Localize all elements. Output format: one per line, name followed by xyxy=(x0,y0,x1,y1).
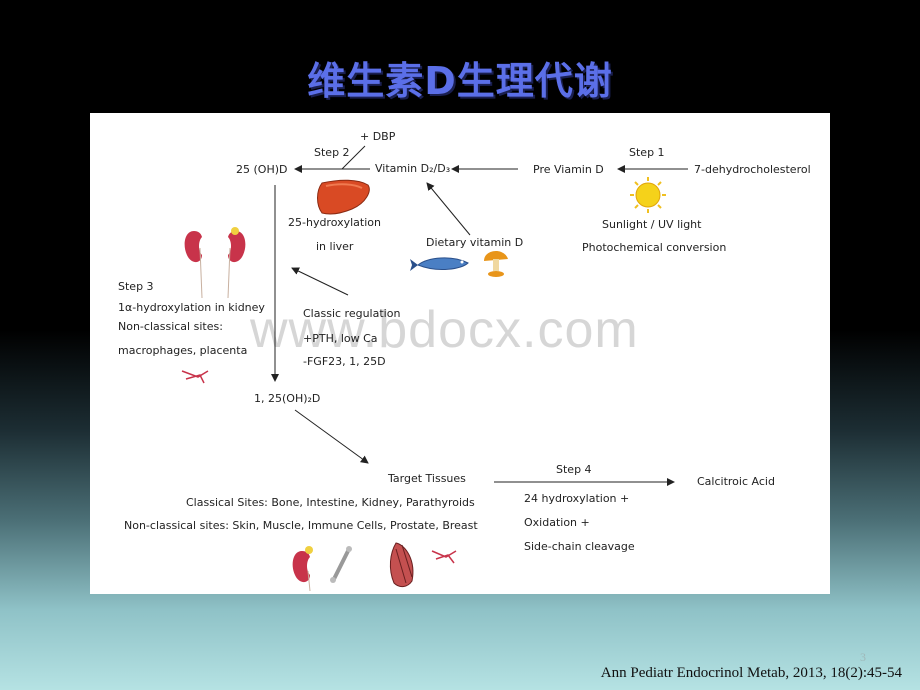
target-tissues-label: Target Tissues xyxy=(388,472,466,485)
vitamin-d-label: Vitamin D₂/D₃ xyxy=(375,162,451,175)
sidechain-label: Side-chain cleavage xyxy=(524,540,635,553)
in-liver-label: in liver xyxy=(316,240,354,253)
fish-icon xyxy=(410,257,469,271)
kidney-icon xyxy=(292,546,313,592)
classical-sites-label: Classical Sites: Bone, Intestine, Kidney… xyxy=(186,496,475,509)
arrow-125-to-target xyxy=(294,409,369,464)
classic-regulation-label: Classic regulation xyxy=(303,307,401,320)
hydroxylation24-label: 24 hydroxylation + xyxy=(524,492,630,505)
dbp-label: + DBP xyxy=(360,130,396,143)
step4-label: Step 4 xyxy=(556,463,592,476)
page-number: 3 xyxy=(860,650,866,664)
citation: Ann Pediatr Endocrinol Metab, 2013, 18(2… xyxy=(600,665,902,681)
diagram-graphics xyxy=(181,145,688,592)
arrow-dbp xyxy=(341,145,366,170)
step3-label: Step 3 xyxy=(118,280,154,293)
oxidation-label: Oxidation + xyxy=(524,516,590,529)
muscle-icon xyxy=(389,542,414,588)
macrophages-label: macrophages, placenta xyxy=(118,344,248,357)
sun-icon xyxy=(630,177,666,213)
hydroxylation25-label: 25-hydroxylation xyxy=(288,216,381,229)
mushroom-icon xyxy=(484,250,508,277)
arrow-regulation xyxy=(291,267,349,296)
liver-icon xyxy=(317,179,370,215)
fgf23-label: -FGF23, 1, 25D xyxy=(303,355,386,368)
dietary-vitamin-d-label: Dietary vitamin D xyxy=(426,236,524,249)
pth-label: +PTH, low Ca xyxy=(303,332,378,345)
photochemical-label: Photochemical conversion xyxy=(582,241,727,254)
step1-label: Step 1 xyxy=(629,146,665,159)
watermark: www.bdocx.com xyxy=(250,301,639,359)
nonclassical-list-label: Non-classical sites: Skin, Muscle, Immun… xyxy=(124,519,478,532)
hydroxylation1a-label: 1α-hydroxylation in kidney xyxy=(118,301,265,314)
pre-vitamin-d-label: Pre Viamin D xyxy=(533,163,604,176)
ohd25-label: 25 (OH)D xyxy=(236,163,288,176)
slide-title: 维生素D生理代谢 xyxy=(307,59,613,103)
bone-icon xyxy=(330,546,352,583)
arrow-dietary-to-vitamin xyxy=(426,182,471,236)
ohd125-label: 1, 25(OH)₂D xyxy=(254,392,321,405)
sunlight-label: Sunlight / UV light xyxy=(602,218,702,231)
kidney-icon xyxy=(184,227,246,299)
nonclassical-sites-label: Non-classical sites: xyxy=(118,320,223,333)
diagram-panel: www.bdocx.com xyxy=(90,113,830,594)
dehydrocholesterol-label: 7-dehydrocholesterol xyxy=(694,163,811,176)
macrophage-icon xyxy=(431,550,457,564)
macrophage-icon xyxy=(181,370,209,384)
calcitroic-label: Calcitroic Acid xyxy=(697,475,775,488)
step2-label: Step 2 xyxy=(314,146,350,159)
